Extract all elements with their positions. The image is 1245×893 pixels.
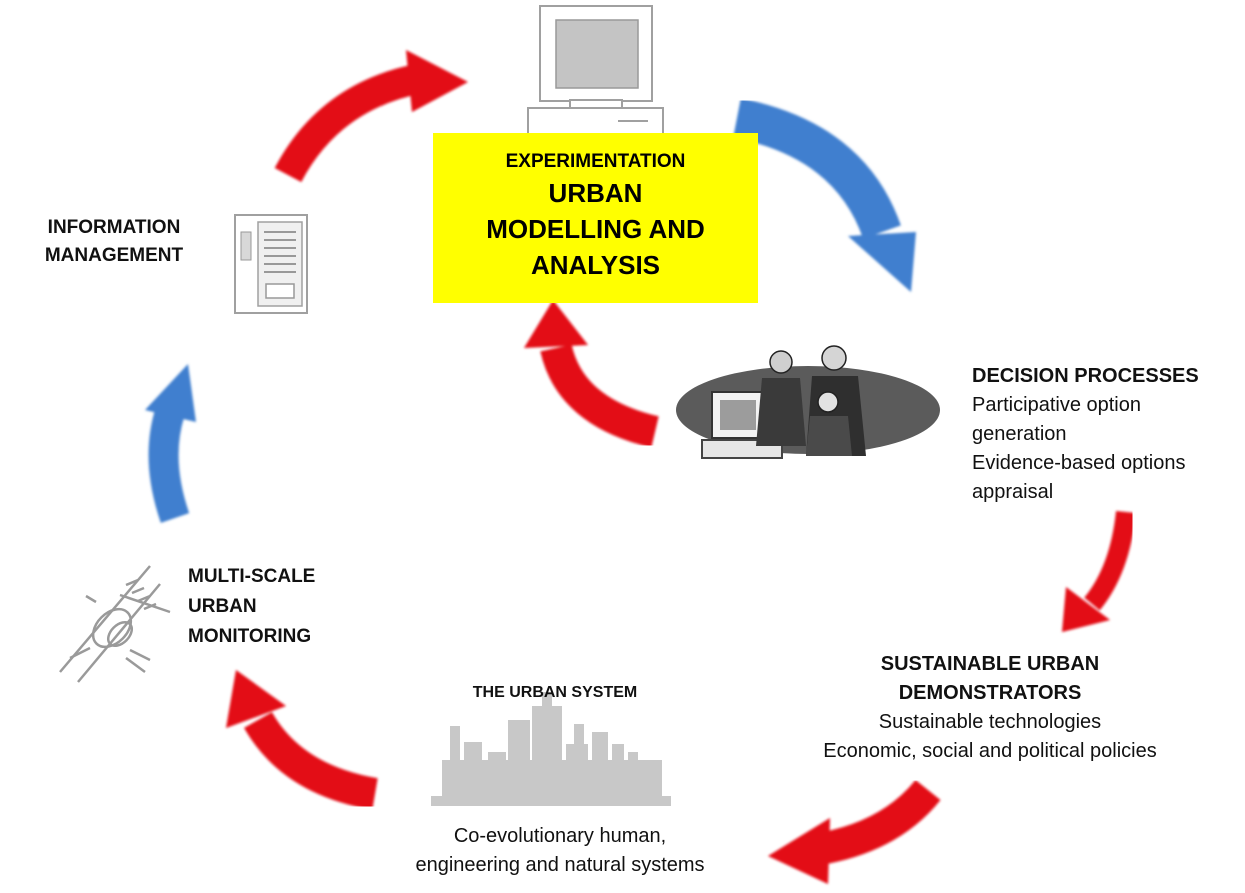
decision-line: Participative option bbox=[972, 394, 1141, 416]
arrow-center-to-decision bbox=[732, 98, 916, 292]
title-line: ANALYSIS bbox=[530, 250, 661, 280]
label-line: MANAGEMENT bbox=[44, 245, 184, 266]
description-line: engineering and natural systems bbox=[415, 854, 705, 876]
urban-system-description: Co-evolutionary human, engineering and n… bbox=[380, 822, 740, 880]
city-skyline-icon bbox=[431, 692, 671, 806]
demonstrators-title-line: SUSTAINABLE URBAN bbox=[880, 653, 1100, 675]
experimentation-box: EXPERIMENTATION URBAN MODELLING AND ANAL… bbox=[433, 133, 758, 303]
arrow-system-to-monitoring bbox=[226, 670, 378, 810]
decision-line: Evidence-based options bbox=[972, 452, 1186, 474]
satellite-icon bbox=[59, 565, 171, 683]
server-rack-icon bbox=[234, 214, 308, 314]
arrow-info-to-center bbox=[274, 50, 468, 183]
demonstrators-line: Sustainable technologies bbox=[878, 711, 1102, 733]
decision-line: appraisal bbox=[972, 481, 1054, 503]
computer-icon bbox=[527, 5, 664, 135]
label-line: MULTI-SCALE bbox=[188, 566, 316, 587]
decision-title: DECISION PROCESSES bbox=[972, 365, 1199, 387]
monitoring-label: MULTI-SCALE URBAN MONITORING bbox=[188, 562, 315, 652]
urban-system-title: THE URBAN SYSTEM bbox=[472, 684, 638, 701]
label-line: URBAN bbox=[188, 596, 257, 617]
decision-processes-block: DECISION PROCESSES Participative option … bbox=[972, 362, 1242, 507]
urban-modelling-title: URBAN MODELLING AND ANALYSIS bbox=[433, 175, 758, 283]
information-management-label: INFORMATION MANAGEMENT bbox=[22, 214, 206, 270]
label-line: INFORMATION bbox=[47, 217, 181, 238]
demonstrators-title-line: DEMONSTRATORS bbox=[898, 682, 1082, 704]
experimentation-label: EXPERIMENTATION bbox=[505, 151, 686, 172]
meeting-people-icon bbox=[676, 345, 940, 459]
arrow-decision-to-center bbox=[524, 300, 659, 448]
arrow-demonstrators-to-system bbox=[768, 779, 941, 884]
decision-line: generation bbox=[972, 423, 1067, 445]
arrow-monitoring-to-info bbox=[145, 364, 196, 523]
demonstrators-block: SUSTAINABLE URBAN DEMONSTRATORS Sustaina… bbox=[750, 650, 1230, 766]
arrow-decision-to-demonstrators bbox=[1062, 510, 1136, 632]
description-line: Co-evolutionary human, bbox=[453, 825, 667, 847]
label-line: MONITORING bbox=[188, 626, 312, 647]
demonstrators-line: Economic, social and political policies bbox=[823, 740, 1157, 762]
title-line: URBAN bbox=[548, 178, 643, 208]
title-line: MODELLING AND bbox=[486, 214, 705, 244]
